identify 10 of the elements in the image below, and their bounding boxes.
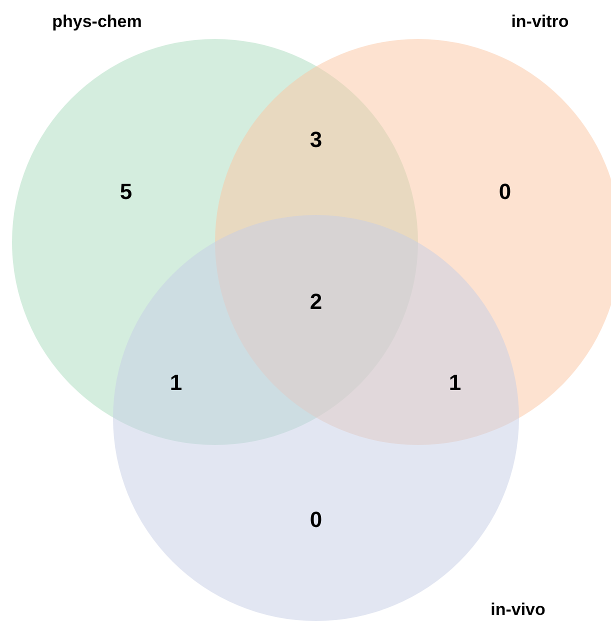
region-count: 1 [170,370,182,396]
region-count: 0 [498,179,512,205]
region-count: 0 [310,507,322,533]
region-count: 3 [310,127,322,153]
set-label: in-vitro [511,12,569,32]
region-count: 1 [448,370,462,396]
region-count: 5 [120,179,132,205]
set-label: phys-chem [52,12,142,32]
region-count: 2 [310,289,322,315]
set-label: in-vivo [490,600,546,620]
